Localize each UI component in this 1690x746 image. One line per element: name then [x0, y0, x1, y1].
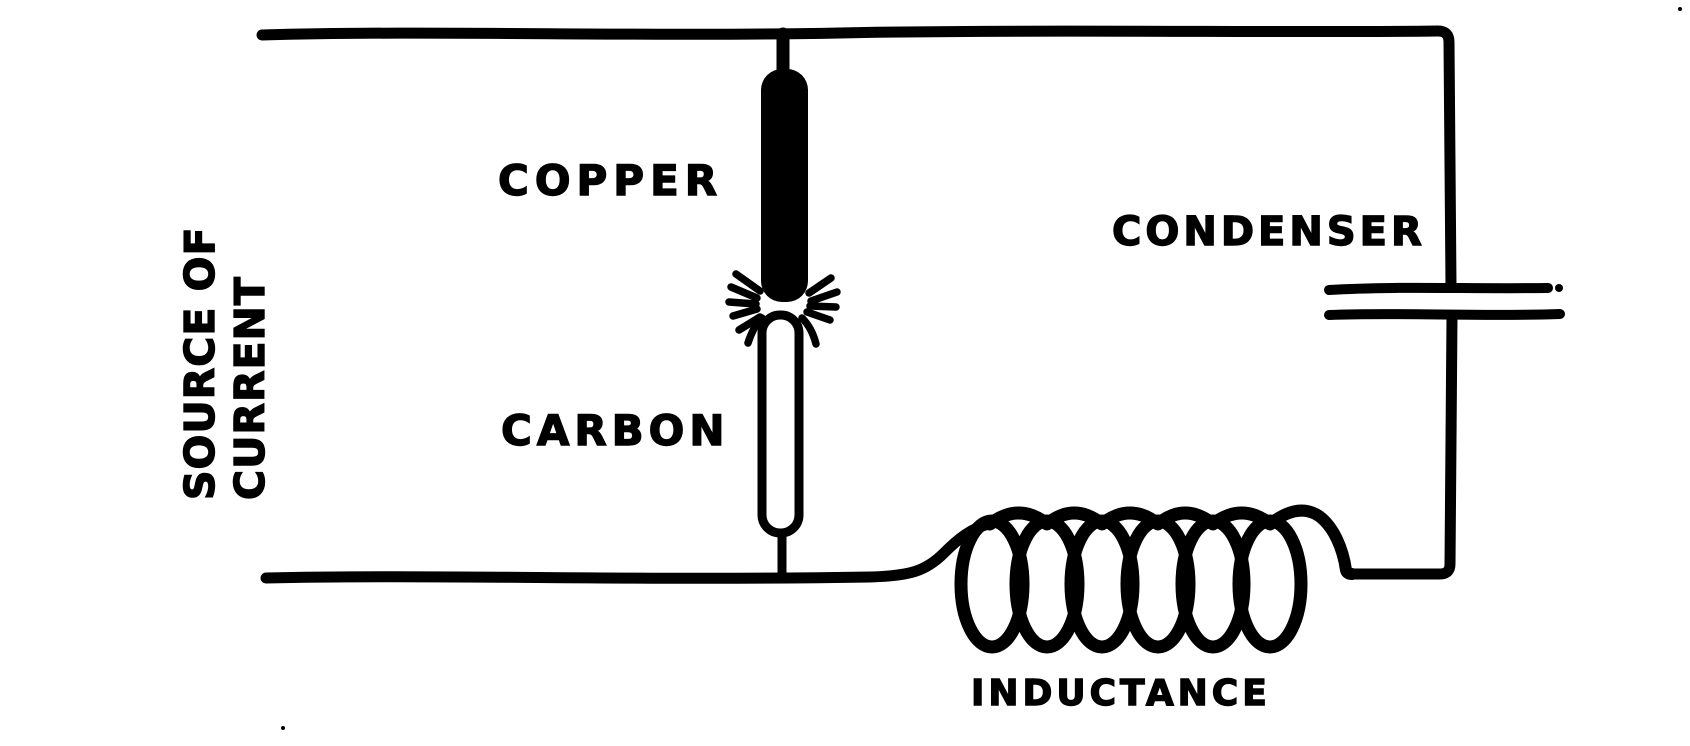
condenser-plate-top-dot: [1555, 284, 1563, 292]
right-wire-lower: [1343, 310, 1458, 580]
condenser-plate-bottom: [1324, 309, 1565, 320]
coil-top-humps: [983, 506, 1277, 531]
spark-rays-right: [798, 274, 841, 348]
copper-label: COPPER: [497, 155, 724, 205]
carbon-label: CARBON: [500, 405, 730, 455]
source-of-current-line2: CURRENT: [225, 275, 274, 500]
source-of-current-label: SOURCE OF CURRENT: [175, 190, 274, 501]
ink-speck: [281, 726, 285, 730]
carbon-electrode: [757, 310, 804, 538]
spark-rays-left: [725, 270, 766, 347]
copper-electrode: [761, 69, 808, 302]
top-wire: [256, 25, 1457, 292]
condenser-label: CONDENSER: [1111, 208, 1426, 255]
bottom-wire: [260, 518, 996, 584]
source-of-current-line1: SOURCE OF: [175, 226, 224, 501]
inductance-coil: [954, 506, 1308, 654]
inductance-label: INDUCTANCE: [970, 672, 1271, 714]
coil-exit-wire: [1264, 504, 1358, 580]
ink-speck: [1678, 7, 1682, 11]
condenser-plate-top: [1324, 282, 1553, 295]
